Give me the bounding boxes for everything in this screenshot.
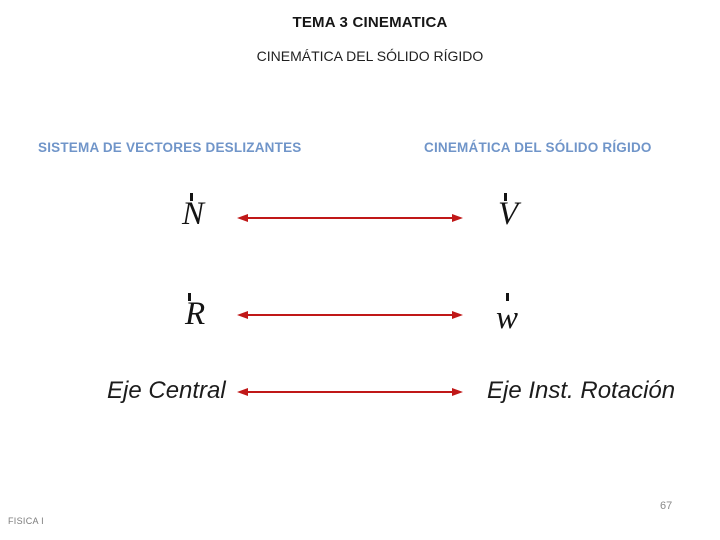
symbol-letter: V [498, 196, 519, 232]
double-arrow-row1 [237, 214, 463, 222]
footer-course-label: FISICA I [8, 516, 44, 526]
double-arrow-row2 [237, 311, 463, 319]
vector-symbol-N: N [180, 190, 226, 244]
vector-bar-tick [504, 193, 507, 201]
double-arrow-row3 [237, 388, 463, 396]
symbol-letter: R [185, 296, 206, 332]
symbol-letter: N [182, 196, 205, 232]
left-column-header: SISTEMA DE VECTORES DESLIZANTES [38, 140, 302, 155]
vector-bar-tick [188, 293, 191, 301]
vector-bar-tick [190, 193, 193, 201]
label-eje-inst-rotacion: Eje Inst. Rotación [487, 377, 676, 404]
right-column-header: CINEMÁTICA DEL SÓLIDO RÍGIDO [424, 140, 652, 155]
vector-bar-tick [506, 293, 509, 301]
vector-symbol-R: R [183, 290, 229, 344]
symbol-letter: w [496, 300, 519, 336]
vector-symbol-w: w [494, 290, 540, 344]
slide-subtitle: CINEMÁTICA DEL SÓLIDO RÍGIDO [256, 48, 484, 64]
label-eje-central: Eje Central [107, 377, 226, 404]
slide-title: TEMA 3 CINEMATICA [292, 14, 448, 31]
slide-page-number: 67 [660, 500, 673, 512]
vector-symbol-V: V [496, 190, 542, 244]
